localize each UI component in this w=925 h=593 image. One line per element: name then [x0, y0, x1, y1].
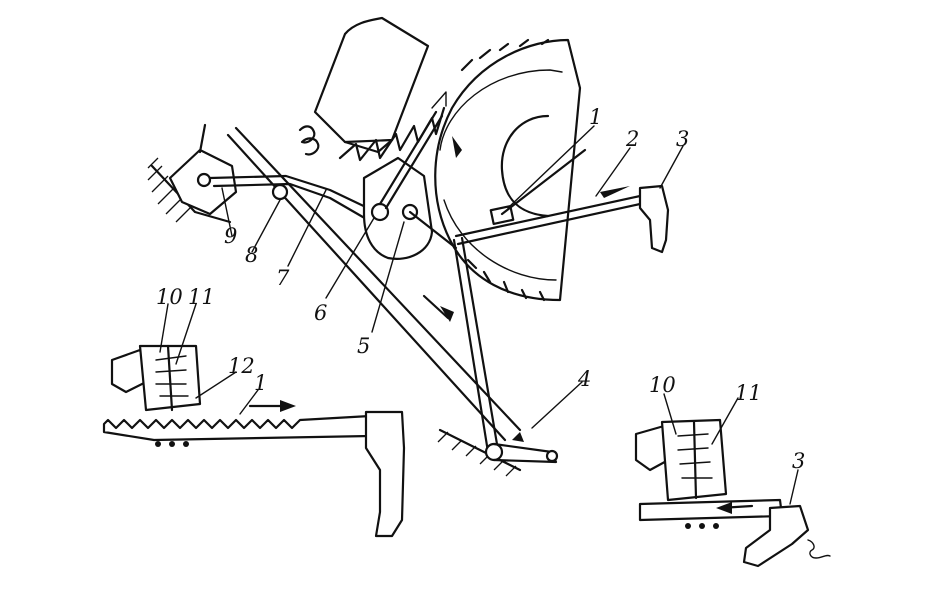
label-2: 2	[625, 127, 639, 151]
roller	[271, 183, 289, 201]
upper-link	[208, 174, 374, 212]
left-wall-mount	[147, 123, 238, 224]
label-8: 8	[245, 243, 258, 267]
label-9: 9	[224, 224, 237, 248]
cutter-block	[313, 16, 447, 162]
rod-arrow	[422, 294, 450, 320]
connecting-rod-a	[452, 238, 490, 454]
pedal-3	[454, 184, 670, 254]
left-detail	[102, 344, 406, 538]
label-11-left: 11	[188, 285, 215, 309]
label-3-right: 3	[792, 449, 805, 473]
right-detail	[634, 418, 831, 568]
label-5: 5	[357, 334, 370, 358]
label-6: 6	[314, 301, 327, 325]
label-3-main: 3	[676, 127, 689, 151]
bottom-pivot	[437, 428, 559, 477]
label-11-right: 11	[735, 381, 762, 405]
pawl	[489, 148, 587, 226]
connecting-rod-b	[460, 236, 500, 452]
labels: 1 2 3 4 5 6 7 8 9 10 11 12 1 10 11 3	[156, 105, 805, 473]
spring	[298, 125, 320, 156]
leader-lines	[159, 125, 799, 505]
toothed-sector	[434, 38, 582, 302]
rod-arrowhead	[440, 306, 454, 322]
diagonal-rod-upper	[234, 126, 522, 432]
label-1-left: 1	[254, 371, 267, 395]
upper-link-2	[212, 182, 370, 222]
label-12-left: 12	[228, 354, 255, 378]
label-1-main: 1	[589, 105, 602, 129]
diagonal-rod-lower	[226, 133, 507, 442]
label-10-right: 10	[649, 373, 676, 397]
label-7: 7	[276, 266, 290, 290]
label-4: 4	[577, 367, 591, 391]
label-10-left: 10	[156, 285, 183, 309]
